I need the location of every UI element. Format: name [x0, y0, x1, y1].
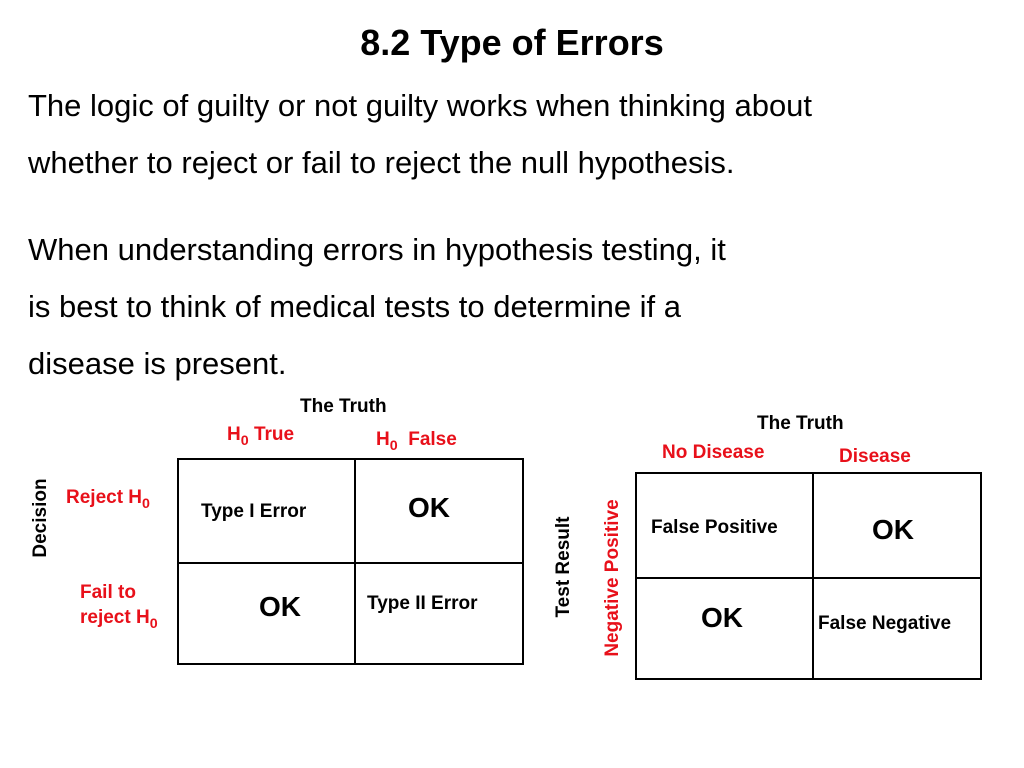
left-grid: Type I Error OK OK Type II Error — [177, 458, 524, 665]
cell-ok: OK — [701, 602, 743, 633]
left-col-h0-false: H0 False — [376, 429, 457, 454]
right-col-no-disease: No Disease — [662, 442, 765, 463]
medical-line-2: is best to think of medical tests to det… — [28, 289, 682, 324]
subscript-zero: 0 — [389, 437, 398, 454]
col-word-false: False — [408, 429, 457, 450]
left-row-fail-line1: Fail to — [80, 582, 136, 603]
grid-divider-horizontal — [637, 577, 980, 579]
subscript-zero: 0 — [142, 495, 150, 512]
right-col-disease: Disease — [839, 446, 911, 467]
grid-divider-vertical — [354, 460, 356, 663]
subscript-zero: 0 — [240, 432, 249, 449]
left-row-fail-line2: reject H0 — [80, 607, 158, 632]
right-truth-label: The Truth — [757, 413, 844, 434]
intro-line-1: The logic of guilty or not guilty works … — [28, 88, 813, 123]
medical-paragraph: When understanding errors in hypothesis … — [28, 221, 726, 392]
right-test-result-label: Test Result — [553, 516, 574, 618]
intro-line-2: whether to reject or fail to reject the … — [28, 145, 735, 180]
grid-divider-vertical — [812, 474, 814, 678]
cell-type-i-error: Type I Error — [201, 501, 307, 522]
right-grid: False Positive OK OK False Negative — [635, 472, 982, 680]
medical-line-3: disease is present. — [28, 346, 287, 381]
cell-ok: OK — [259, 591, 301, 622]
cell-false-positive: False Positive — [651, 517, 778, 538]
cell-type-ii-error: Type II Error — [367, 593, 478, 614]
left-col-h0-true: H0 True — [227, 424, 294, 449]
left-decision-label: Decision — [30, 478, 51, 558]
col-word-true: True — [253, 424, 295, 445]
h-symbol: H — [227, 424, 241, 445]
medical-line-1: When understanding errors in hypothesis … — [28, 232, 726, 267]
right-row-labels: Negative Positive — [602, 499, 623, 657]
h-symbol: H — [376, 429, 390, 450]
cell-ok: OK — [872, 514, 914, 545]
cell-ok: OK — [408, 492, 450, 523]
cell-false-negative: False Negative — [818, 613, 952, 634]
left-row-reject: Reject H0 — [66, 487, 150, 512]
reject-text: Reject H — [66, 487, 143, 508]
slide-title: 8.2 Type of Errors — [360, 22, 664, 63]
left-truth-label: The Truth — [300, 396, 387, 417]
intro-paragraph: The logic of guilty or not guilty works … — [28, 77, 812, 191]
reject-text: reject H — [80, 607, 150, 628]
subscript-zero: 0 — [149, 615, 158, 632]
grid-divider-horizontal — [179, 562, 522, 564]
